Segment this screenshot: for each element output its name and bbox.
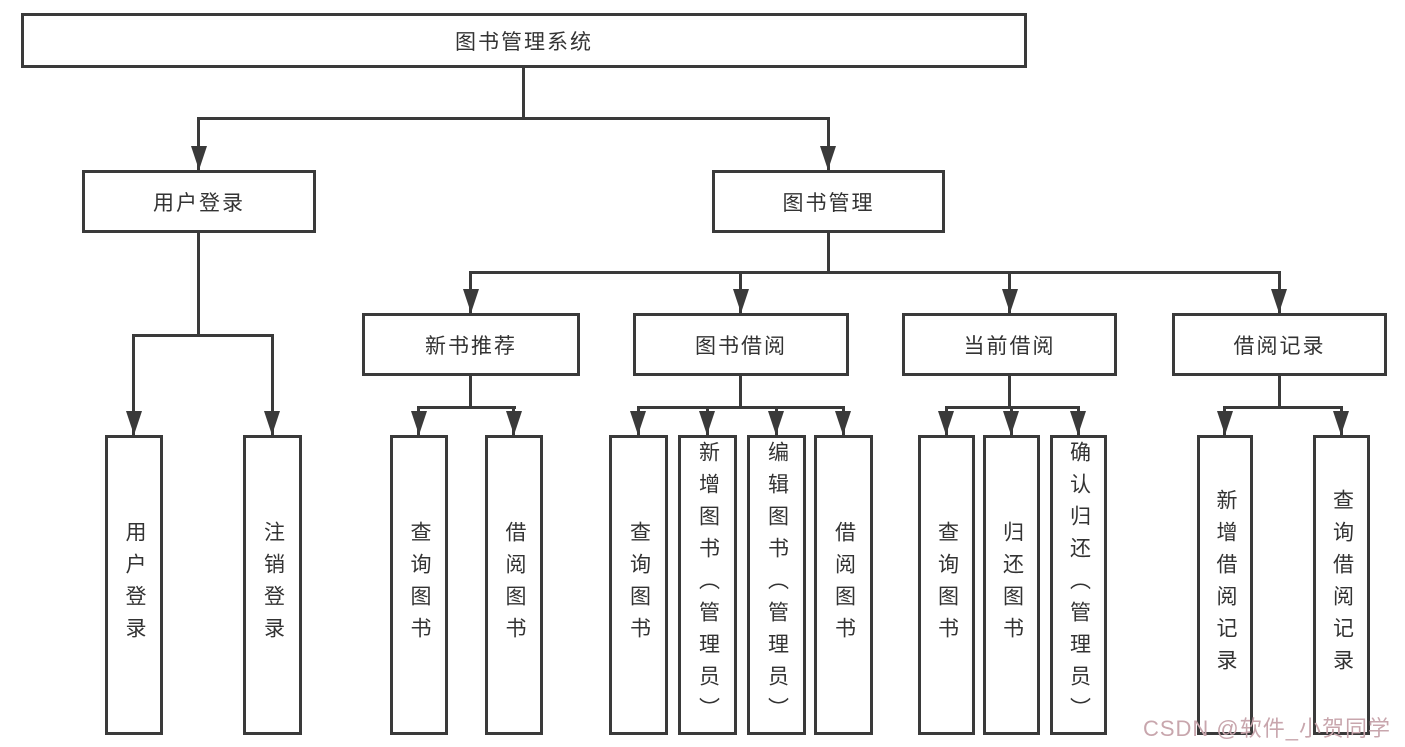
csdn-watermark: CSDN @软件_小贺同学 [1142, 716, 1391, 741]
connector-to-user-login [197, 117, 200, 170]
arrowhead-icon [506, 411, 522, 435]
node-borrowing-records: 借阅记录 [1172, 313, 1387, 376]
arrowhead-icon [820, 146, 836, 170]
arrowhead-icon [1003, 411, 1019, 435]
node-new-book-recommend: 新书推荐 [362, 313, 580, 376]
arrowhead-icon [1217, 411, 1233, 435]
arrowhead-icon [938, 411, 954, 435]
arrowhead-icon [1333, 411, 1349, 435]
connector-new-book-recommend-split [417, 406, 516, 409]
leaf-borrow-books-recommend: 借阅图书 [485, 435, 543, 735]
arrowhead-icon [1002, 289, 1018, 313]
node-root: 图书管理系统 [21, 13, 1027, 68]
arrowhead-icon [630, 411, 646, 435]
connector-current-borrowing-stem [1008, 376, 1011, 408]
arrowhead-icon [191, 146, 207, 170]
leaf-logout: 注销登录 [243, 435, 302, 735]
connector-root-stem [522, 68, 525, 118]
leaf-query-books-recommend: 查询图书 [390, 435, 448, 735]
connector-to-book-management [827, 117, 830, 170]
connector-new-book-recommend-stem [469, 376, 472, 408]
arrowhead-icon [733, 289, 749, 313]
leaf-add-books-admin: 新增图书（管理员） [678, 435, 737, 735]
arrowhead-icon [126, 411, 142, 435]
leaf-confirm-return-admin: 确认归还（管理员） [1050, 435, 1107, 735]
connector-borrowing-records-stem [1278, 376, 1281, 408]
connector-borrowing-records-split [1223, 406, 1343, 409]
arrowhead-icon [1271, 289, 1287, 313]
leaf-edit-books-admin: 编辑图书（管理员） [747, 435, 806, 735]
node-book-management: 图书管理 [712, 170, 945, 233]
node-book-borrowing: 图书借阅 [633, 313, 849, 376]
leaf-query-borrow-record: 查询借阅记录 [1313, 435, 1370, 735]
connector-to-leaf-login [132, 334, 135, 435]
arrowhead-icon [768, 411, 784, 435]
leaf-query-books-borrowing: 查询图书 [609, 435, 668, 735]
connector-root-split [197, 117, 830, 120]
node-current-borrowing: 当前借阅 [902, 313, 1117, 376]
connector-book-borrowing-split [637, 406, 845, 409]
leaf-user-login: 用户登录 [105, 435, 163, 735]
arrowhead-icon [411, 411, 427, 435]
leaf-add-borrow-record: 新增借阅记录 [1197, 435, 1253, 735]
leaf-query-books-current: 查询图书 [918, 435, 975, 735]
connector-book-management-split [469, 271, 1281, 274]
connector-user-login-split [132, 334, 274, 337]
leaf-return-books: 归还图书 [983, 435, 1040, 735]
connector-book-management-stem [827, 233, 830, 274]
arrowhead-icon [835, 411, 851, 435]
connector-to-leaf-logout [271, 334, 274, 435]
connector-user-login-stem [197, 233, 200, 336]
arrowhead-icon [699, 411, 715, 435]
arrowhead-icon [1070, 411, 1086, 435]
leaf-borrow-books: 借阅图书 [814, 435, 873, 735]
node-user-login: 用户登录 [82, 170, 316, 233]
connector-book-borrowing-stem [739, 376, 742, 408]
arrowhead-icon [463, 289, 479, 313]
arrowhead-icon [264, 411, 280, 435]
